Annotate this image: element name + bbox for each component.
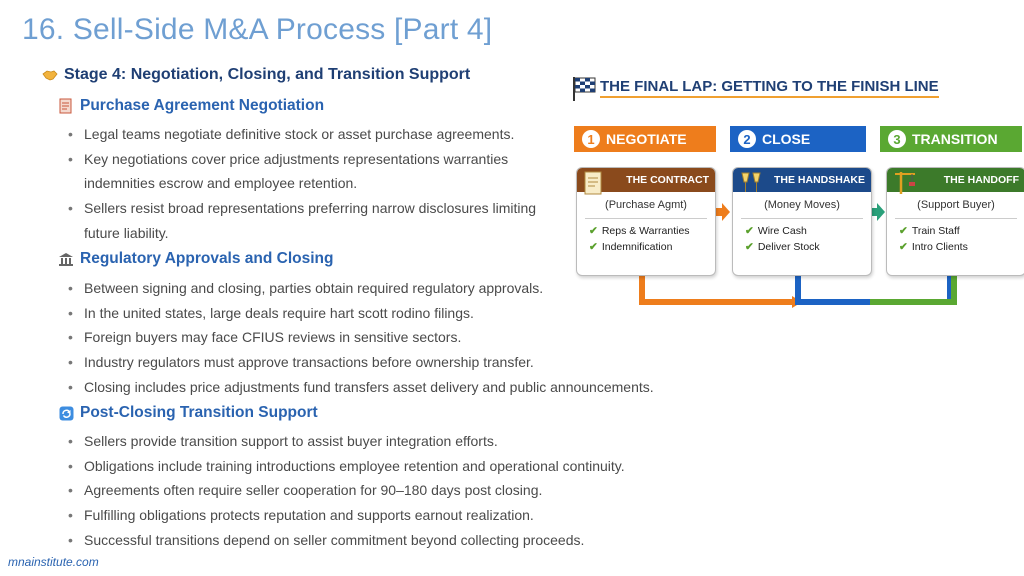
section-heading: Regulatory Approvals and Closing [80, 250, 334, 267]
checklist-item: ✔Intro Clients [899, 241, 968, 253]
checkered-flag-icon [570, 74, 598, 107]
check-icon: ✔ [745, 225, 754, 237]
check-icon: ✔ [899, 225, 908, 237]
check-icon: ✔ [899, 241, 908, 253]
list-item: Key negotiations cover price adjustments… [66, 147, 566, 196]
divider [585, 218, 707, 219]
list-item: Obligations include training introductio… [66, 454, 786, 479]
card-header: THE HANDSHAKE [733, 168, 871, 192]
refresh-icon [58, 405, 74, 421]
card-subtitle: (Purchase Agmt) [605, 199, 687, 211]
stage-label: Stage 4: Negotiation, Closing, and Trans… [64, 66, 471, 83]
check-icon: ✔ [745, 241, 754, 253]
checklist-item: ✔Wire Cash [745, 225, 807, 237]
diagram-title: THE FINAL LAP: GETTING TO THE FINISH LIN… [600, 78, 939, 98]
step-transition-header: 3 TRANSITION [880, 126, 1022, 152]
checklist-item: ✔Reps & Warranties [589, 225, 690, 237]
handoff-card: THE HANDOFF (Support Buyer) ✔Train Staff… [886, 167, 1024, 276]
divider [895, 218, 1017, 219]
stage-heading: Stage 4: Negotiation, Closing, and Trans… [42, 66, 470, 84]
bank-icon [58, 251, 74, 267]
check-icon: ✔ [589, 225, 598, 237]
contract-card: THE CONTRACT (Purchase Agmt) ✔Reps & War… [576, 167, 716, 276]
finish-line-diagram: THE FINAL LAP: GETTING TO THE FINISH LIN… [570, 70, 1024, 320]
checklist-item: ✔Deliver Stock [745, 241, 820, 253]
card-header: THE CONTRACT [577, 168, 715, 195]
check-icon: ✔ [589, 241, 598, 253]
list-item: Closing includes price adjustments fund … [66, 375, 766, 400]
section-transition-heading: Post-Closing Transition Support [58, 404, 318, 422]
section-heading: Purchase Agreement Negotiation [80, 97, 325, 114]
section-transition-list: Sellers provide transition support to as… [66, 429, 786, 553]
list-item: In the united states, large deals requir… [66, 301, 766, 326]
step-number: 2 [738, 130, 756, 148]
champagne-icon [739, 170, 763, 199]
card-subtitle: (Support Buyer) [917, 199, 995, 211]
divider [741, 218, 863, 219]
list-item: Successful transitions depend on seller … [66, 528, 786, 553]
crane-icon [893, 170, 917, 199]
scroll-icon [583, 170, 605, 199]
step-label: NEGOTIATE [606, 131, 687, 147]
footer-site-name: mnainstitute.com [8, 555, 99, 569]
step-number: 3 [888, 130, 906, 148]
handshake-icon [42, 67, 58, 83]
list-item: Agreements often require seller cooperat… [66, 478, 786, 503]
card-title: THE HANDOFF [943, 174, 1019, 186]
card-title: THE CONTRACT [626, 174, 709, 186]
list-item: Fulfilling obligations protects reputati… [66, 503, 786, 528]
checklist-item: ✔Train Staff [899, 225, 960, 237]
list-item: Industry regulators must approve transac… [66, 350, 766, 375]
page-title: 16. Sell-Side M&A Process [Part 4] [22, 13, 493, 46]
card-header: THE HANDOFF [887, 168, 1024, 194]
list-item: Sellers resist broad representations pre… [66, 196, 566, 245]
section-heading: Post-Closing Transition Support [80, 404, 318, 421]
section-purchase-agreement-list: Legal teams negotiate definitive stock o… [66, 122, 566, 246]
step-label: CLOSE [762, 131, 811, 147]
card-subtitle: (Money Moves) [764, 199, 840, 211]
step-number: 1 [582, 130, 600, 148]
section-regulatory-list: Between signing and closing, parties obt… [66, 276, 766, 400]
list-item: Between signing and closing, parties obt… [66, 276, 766, 301]
list-item: Legal teams negotiate definitive stock o… [66, 122, 566, 147]
handshake-card: THE HANDSHAKE (Money Moves) ✔Wire Cash ✔… [732, 167, 872, 276]
card-title: THE HANDSHAKE [773, 174, 865, 186]
section-purchase-agreement-heading: Purchase Agreement Negotiation [58, 97, 324, 115]
step-close-header: 2 CLOSE [730, 126, 866, 152]
step-label: TRANSITION [912, 131, 998, 147]
list-item: Foreign buyers may face CFIUS reviews in… [66, 325, 766, 350]
step-negotiate-header: 1 NEGOTIATE [574, 126, 716, 152]
document-icon [58, 98, 74, 114]
list-item: Sellers provide transition support to as… [66, 429, 786, 454]
checklist-item: ✔Indemnification [589, 241, 673, 253]
section-regulatory-heading: Regulatory Approvals and Closing [58, 250, 334, 268]
flow-arrows [639, 203, 957, 308]
